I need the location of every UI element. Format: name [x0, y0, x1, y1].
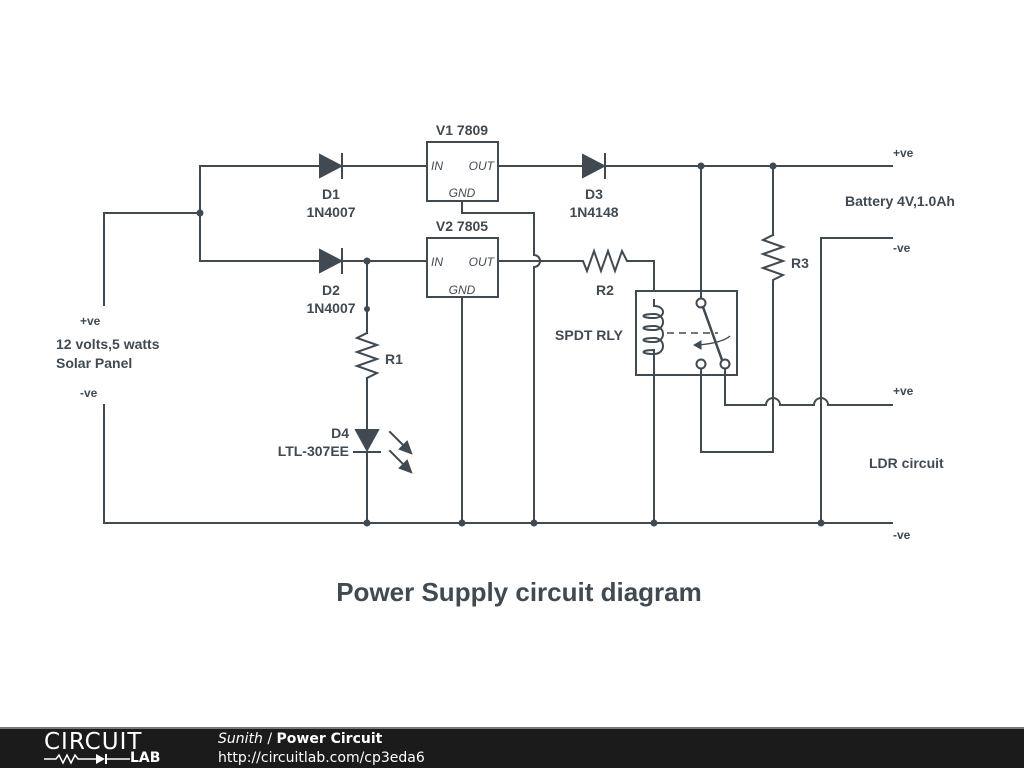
regulator-v2: V2 7805 IN OUT GND: [426, 218, 499, 298]
regulator-v1-body: [426, 141, 499, 202]
v2-pin-gnd: GND: [449, 283, 476, 297]
meta-separator: /: [262, 731, 277, 747]
solar-panel: +ve 12 volts,5 watts Solar Panel -ve: [56, 212, 201, 524]
diode-d2: D2 1N4007: [306, 248, 356, 316]
junction-dot: [458, 519, 466, 527]
resistor-r3-symbol: [759, 233, 787, 286]
junction-dot: [530, 519, 538, 527]
v2-label: V2 7805: [436, 218, 488, 234]
r2-ref: R2: [596, 282, 614, 298]
author-link[interactable]: Sunith: [218, 731, 263, 747]
diode-d3-symbol: [582, 153, 607, 179]
diode-d1-symbol: [319, 153, 344, 179]
d3-ref: D3: [585, 186, 603, 202]
v1-label: V1 7809: [436, 122, 488, 138]
junction-dot: [650, 519, 658, 527]
wire-relay-nc: [700, 284, 774, 453]
wire-v1-gnd: [461, 200, 541, 524]
relay-body: [635, 290, 738, 376]
circuit-meta: Sunith / Power Circuit http://circuitlab…: [218, 730, 425, 768]
battery-label: Battery 4V,1.0Ah: [845, 193, 955, 209]
relay-common-contact: [695, 297, 707, 309]
battery-minus-label: -ve: [893, 241, 911, 255]
wire-relay-no: [724, 368, 893, 406]
relay-nc-contact: [695, 358, 707, 370]
solar-desc-line1: 12 volts,5 watts: [56, 336, 160, 352]
junction-dot: [196, 209, 204, 217]
v1-pin-gnd: GND: [449, 186, 476, 200]
d4-part: LTL-307EE: [278, 443, 349, 459]
junction-dot: [817, 519, 825, 527]
wire-solar-plus: [103, 212, 201, 306]
resistor-r1: R1: [353, 331, 403, 380]
resistor-r3: R3: [759, 165, 809, 286]
resistor-r2: R2: [578, 247, 655, 301]
solar-plus-label: +ve: [80, 314, 101, 328]
resistor-r2-symbol: [578, 247, 655, 301]
solar-minus-label: -ve: [80, 386, 98, 400]
led-d4: D4 LTL-307EE: [278, 425, 413, 474]
light-emission-arrows-icon: [388, 430, 413, 474]
logo-text-circuit: CIRCUIT: [44, 729, 143, 755]
v2-pin-in: IN: [431, 255, 443, 269]
ldr-label: LDR circuit: [869, 455, 944, 471]
battery-plus-label: +ve: [893, 146, 914, 160]
d1-part: 1N4007: [306, 204, 355, 220]
d2-part: 1N4007: [306, 300, 355, 316]
regulator-v2-body: [426, 237, 499, 298]
battery-terminal: +ve Battery 4V,1.0Ah -ve: [845, 146, 955, 255]
diode-d1: D1 1N4007: [306, 153, 356, 220]
ldr-terminal: +ve LDR circuit -ve: [869, 384, 944, 542]
relay-switch-arm: [701, 305, 724, 362]
solar-desc-line2: Solar Panel: [56, 355, 132, 371]
relay-coil-icon: [642, 299, 664, 365]
footer-divider: [0, 727, 1024, 729]
wire-battery-minus: [820, 237, 893, 524]
diode-d2-symbol: [319, 248, 344, 274]
d3-part: 1N4148: [569, 204, 618, 220]
diagram-title: Power Supply circuit diagram: [336, 577, 702, 607]
relay-label: SPDT RLY: [555, 327, 624, 343]
logo-resistor-diode-icon: [44, 753, 130, 765]
r3-ref: R3: [791, 255, 809, 271]
r1-ref: R1: [385, 351, 403, 367]
d1-ref: D1: [322, 186, 340, 202]
logo-text-lab: LAB: [130, 750, 161, 766]
ldr-plus-label: +ve: [893, 384, 914, 398]
relay-arrow-head: [692, 340, 702, 350]
circuitlab-logo[interactable]: CIRCUIT LAB: [44, 730, 179, 768]
led-d4-symbol: [354, 429, 380, 453]
d2-ref: D2: [322, 282, 340, 298]
junction-dot: [363, 519, 371, 527]
v1-pin-out: OUT: [469, 159, 496, 173]
circuit-schematic: +ve 12 volts,5 watts Solar Panel -ve D1 …: [56, 122, 955, 607]
relay-spdt: SPDT RLY: [555, 290, 738, 376]
diode-d3: D3 1N4148: [569, 153, 619, 220]
regulator-v1: V1 7809 IN OUT GND: [426, 122, 499, 202]
circuit-url[interactable]: http://circuitlab.com/cp3eda6: [218, 750, 425, 766]
v1-pin-in: IN: [431, 159, 443, 173]
ldr-minus-label: -ve: [893, 528, 911, 542]
resistor-r1-symbol: [353, 331, 381, 380]
d4-ref: D4: [331, 425, 349, 441]
v2-pin-out: OUT: [469, 255, 496, 269]
circuit-title: Power Circuit: [276, 731, 383, 747]
relay-action-arrow-icon: [697, 335, 731, 346]
footer-bar: CIRCUIT LAB Sunith / Power Circuit http:…: [0, 729, 1024, 768]
